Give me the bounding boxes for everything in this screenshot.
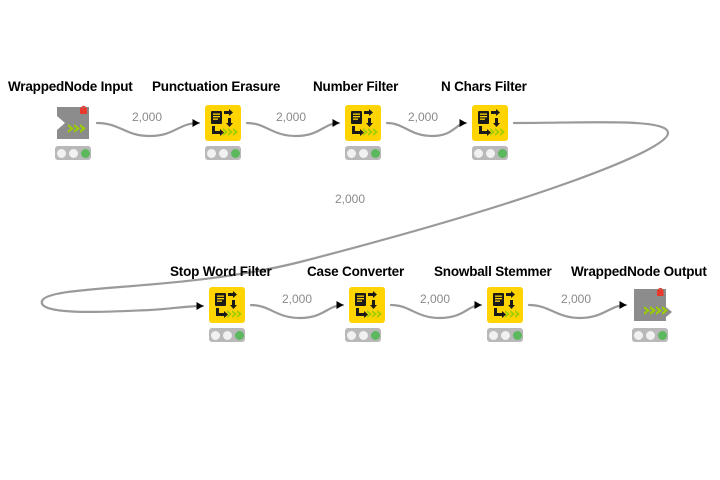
text-preprocessing-icon	[211, 109, 238, 136]
node-punctuation-erasure[interactable]	[205, 105, 241, 141]
status-bulb-red	[346, 330, 356, 340]
status-bulb-red	[346, 148, 356, 158]
status-traffic-light-snowball-stemmer	[487, 328, 523, 342]
status-bulb-red	[210, 330, 220, 340]
status-traffic-light-stop-word-filter	[209, 328, 245, 342]
edge-label-count: 2,000	[275, 110, 308, 124]
node-stop-word-filter[interactable]	[209, 287, 245, 323]
status-bulb-green	[230, 148, 240, 158]
connection-n-chars-filter-to-stop-word-filter[interactable]	[40, 121, 670, 314]
node-label-wrappednode-input: WrappedNode Input	[8, 79, 133, 94]
lock-icon	[657, 287, 664, 296]
status-bulb-red	[633, 330, 643, 340]
status-bulb-green	[370, 148, 380, 158]
status-bulb-yellow	[485, 148, 495, 158]
edge-label-count: 2,000	[560, 292, 593, 306]
edge-label-count: 2,000	[131, 110, 164, 124]
text-preprocessing-icon	[478, 109, 505, 136]
lock-icon	[80, 105, 87, 114]
status-bulb-green	[657, 330, 667, 340]
status-traffic-light-n-chars-filter	[472, 146, 508, 160]
edge-label-count: 2,000	[407, 110, 440, 124]
status-bulb-red	[206, 148, 216, 158]
text-preprocessing-icon	[215, 291, 242, 318]
wrapped-node-output-icon	[634, 287, 672, 321]
status-bulb-green	[234, 330, 244, 340]
status-traffic-light-number-filter	[345, 146, 381, 160]
status-traffic-light-punctuation-erasure	[205, 146, 241, 160]
status-bulb-yellow	[358, 330, 368, 340]
connection-wrappednode-input-to-punctuation-erasure[interactable]	[95, 119, 201, 138]
status-bulb-red	[56, 148, 66, 158]
node-label-wrappednode-output: WrappedNode Output	[571, 264, 707, 279]
edge-label-count: 2,000	[419, 292, 452, 306]
node-label-number-filter: Number Filter	[313, 79, 399, 94]
status-bulb-green	[512, 330, 522, 340]
status-bulb-red	[473, 148, 483, 158]
status-bulb-yellow	[218, 148, 228, 158]
text-preprocessing-icon	[351, 109, 378, 136]
status-bulb-green	[497, 148, 507, 158]
status-bulb-green	[80, 148, 90, 158]
edge-label-count: 2,000	[281, 292, 314, 306]
status-traffic-light-wrappednode-output	[632, 328, 668, 342]
connection-snowball-stemmer-to-wrappednode-output[interactable]	[527, 301, 628, 320]
connection-punctuation-erasure-to-number-filter[interactable]	[245, 119, 341, 138]
connection-stop-word-filter-to-case-converter[interactable]	[249, 301, 345, 320]
status-traffic-light-wrappednode-input	[55, 146, 91, 160]
status-bulb-yellow	[68, 148, 78, 158]
status-traffic-light-case-converter	[345, 328, 381, 342]
node-snowball-stemmer[interactable]	[487, 287, 523, 323]
text-preprocessing-icon	[355, 291, 382, 318]
node-label-case-converter: Case Converter	[307, 264, 404, 279]
node-n-chars-filter[interactable]	[472, 105, 508, 141]
node-label-n-chars-filter: N Chars Filter	[441, 79, 527, 94]
wrapped-node-input-icon	[57, 105, 89, 139]
connection-case-converter-to-snowball-stemmer[interactable]	[389, 301, 483, 320]
status-bulb-yellow	[358, 148, 368, 158]
status-bulb-red	[488, 330, 498, 340]
status-bulb-yellow	[645, 330, 655, 340]
node-number-filter[interactable]	[345, 105, 381, 141]
node-wrappednode-input[interactable]	[55, 105, 91, 141]
status-bulb-yellow	[500, 330, 510, 340]
edge-label-count: 2,000	[334, 192, 367, 206]
status-bulb-yellow	[222, 330, 232, 340]
node-label-punctuation-erasure: Punctuation Erasure	[152, 79, 281, 94]
connection-number-filter-to-n-chars-filter[interactable]	[385, 119, 468, 138]
status-bulb-green	[370, 330, 380, 340]
node-case-converter[interactable]	[349, 287, 385, 323]
node-label-stop-word-filter: Stop Word Filter	[170, 264, 272, 279]
node-wrappednode-output[interactable]	[632, 287, 672, 323]
node-label-snowball-stemmer: Snowball Stemmer	[434, 264, 552, 279]
text-preprocessing-icon	[493, 291, 520, 318]
